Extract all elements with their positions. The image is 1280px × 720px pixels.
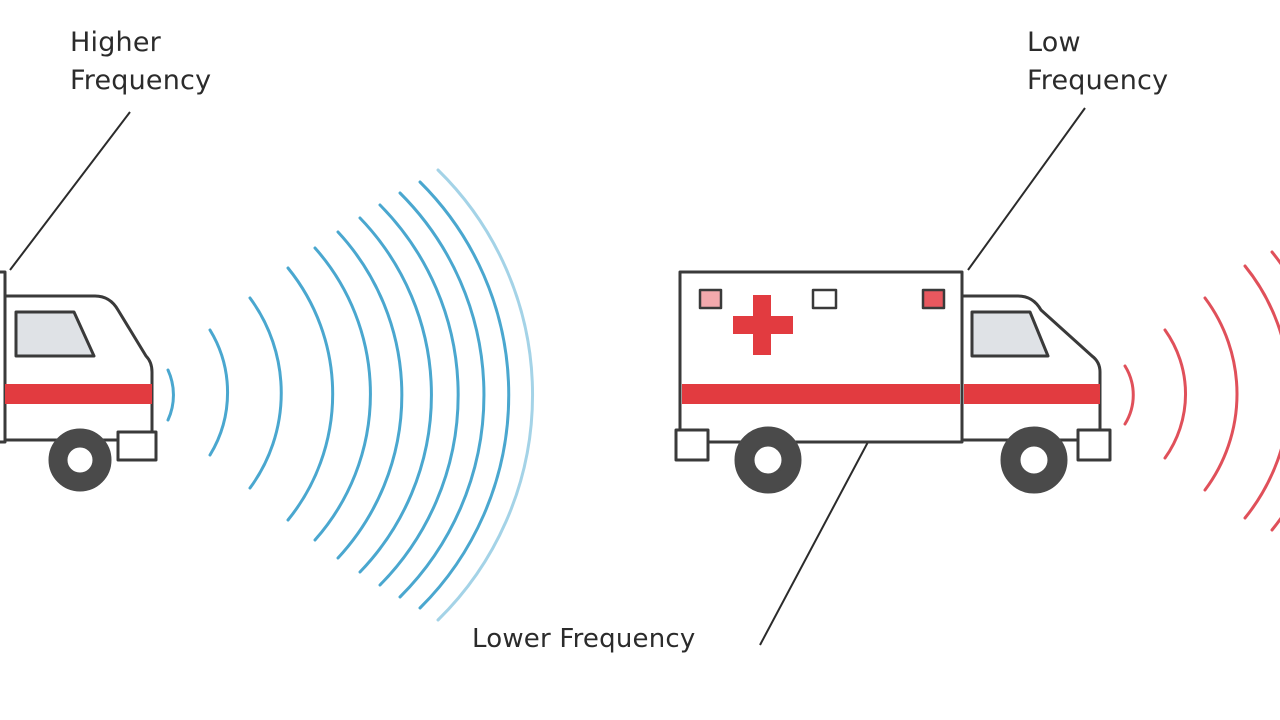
- wave-arc-blue: [166, 368, 175, 422]
- wave-arc-blue: [418, 180, 511, 610]
- wave-arc-blue: [248, 296, 283, 490]
- wave-arc-blue: [286, 266, 335, 522]
- low-frequency-waves: [1123, 250, 1280, 532]
- leader-line-lower: [759, 409, 886, 646]
- ambulance-left-icon: [0, 270, 158, 492]
- red-cross-icon: [733, 295, 793, 355]
- wave-arc-blue: [436, 168, 535, 622]
- high-frequency-waves: [166, 168, 535, 622]
- label-low-frequency: Low Frequency: [1027, 24, 1168, 100]
- label-higher-frequency: Higher Frequency: [70, 24, 211, 100]
- label-lower-frequency: Lower Frequency: [472, 624, 696, 654]
- wave-arc-red: [1203, 296, 1239, 492]
- wave-arc-blue: [313, 246, 372, 542]
- label-low-line2: Frequency: [1027, 65, 1169, 96]
- label-higher-line2: Frequency: [70, 65, 212, 96]
- wave-arc-blue: [378, 203, 460, 587]
- label-higher-line1: Higher: [70, 27, 161, 58]
- leader-line-low: [967, 107, 1086, 271]
- ambulance-right-icon: [674, 270, 1112, 494]
- wave-arc-blue: [208, 328, 229, 457]
- wave-arc-red: [1270, 250, 1280, 532]
- wave-arc-blue: [398, 191, 486, 599]
- wave-arc-blue: [336, 230, 404, 560]
- leader-line-higher: [9, 111, 131, 271]
- wave-arc-red: [1243, 264, 1280, 520]
- wave-arc-red: [1163, 328, 1188, 460]
- wave-arc-blue: [358, 216, 433, 574]
- label-low-line1: Low: [1027, 27, 1081, 58]
- wave-arc-red: [1123, 364, 1135, 426]
